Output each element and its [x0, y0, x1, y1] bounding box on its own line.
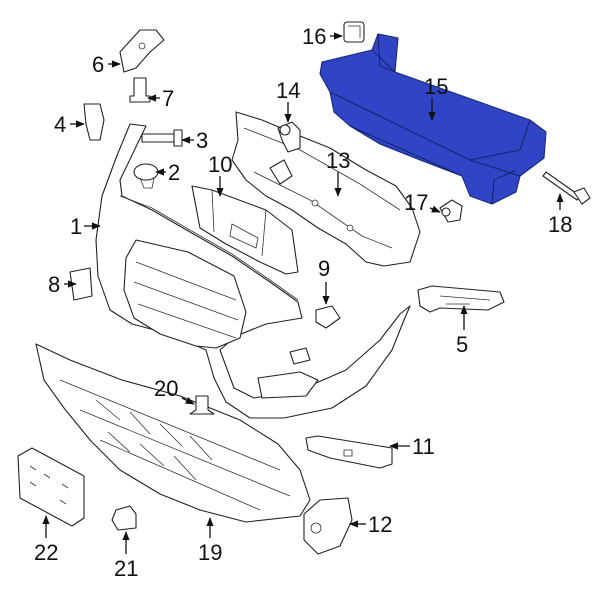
bumper-cover-part[interactable] — [95, 123, 411, 419]
screw-3-head — [173, 129, 183, 147]
callout-14: 14 — [276, 78, 300, 103]
undertray-body — [35, 343, 311, 523]
license-plate-bracket-slots — [29, 465, 69, 505]
callout-21: 21 — [114, 556, 138, 581]
callout-17: 17 — [404, 190, 428, 215]
side-clip-part[interactable] — [439, 199, 463, 223]
callout-19: 19 — [198, 540, 222, 565]
leader-20 — [181, 397, 195, 405]
screw-3-part[interactable] — [141, 129, 183, 147]
callout-22: 22 — [34, 540, 58, 565]
energy-absorber-part[interactable] — [231, 111, 421, 267]
callout-9: 9 — [318, 256, 330, 281]
energy-absorber-ridge — [243, 127, 401, 249]
undertray-part[interactable] — [35, 343, 311, 523]
side-bracket-body — [417, 285, 505, 313]
license-plate-bracket-part[interactable] — [17, 447, 85, 527]
callout-3: 3 — [196, 128, 208, 153]
clip-nut-2-stem — [139, 177, 155, 189]
reinforcement-bar-edge — [329, 49, 531, 177]
callout-5: 5 — [456, 332, 468, 357]
push-clip-head — [279, 124, 291, 136]
callout-labels: 1 2 3 4 5 6 7 8 9 10 11 12 13 14 15 16 1… — [34, 24, 572, 581]
bumper-cover-fog-opening — [257, 371, 319, 399]
block-clip-face — [348, 25, 361, 38]
trim-strip-part[interactable] — [305, 435, 393, 469]
lower-corner-bracket-part[interactable] — [303, 497, 353, 555]
tow-hook-cap-body — [315, 305, 341, 329]
bumper-cover-grille-opening — [123, 239, 247, 349]
bumper-cover-tow-cover — [289, 347, 311, 365]
lower-corner-bracket-body — [303, 497, 353, 555]
energy-absorber-tab — [269, 159, 293, 185]
lower-side-bracket-body — [69, 267, 93, 301]
callout-15: 15 — [424, 74, 448, 99]
bumper-cover-top-rail — [119, 195, 299, 301]
side-mount-bracket-part[interactable] — [83, 103, 105, 141]
callout-10: 10 — [208, 152, 232, 177]
bumper-cover-body — [95, 123, 411, 419]
reinforcement-bar-bracket — [377, 33, 517, 205]
push-pin-20-part[interactable] — [189, 395, 215, 415]
leader-17 — [429, 205, 441, 213]
energy-absorber-hole — [346, 224, 354, 232]
tow-hook-cap-part[interactable] — [315, 305, 341, 329]
block-clip-part[interactable] — [343, 21, 365, 43]
callout-12: 12 — [368, 512, 392, 537]
energy-absorber-body — [231, 111, 421, 267]
callout-2: 2 — [168, 160, 180, 185]
side-bracket-detail — [439, 295, 491, 305]
bolt-18-part[interactable] — [542, 171, 591, 205]
push-pin-20-body — [189, 395, 215, 415]
trim-strip-slot — [343, 449, 353, 457]
screw-3-shank — [141, 133, 177, 143]
bolt-7-body — [129, 77, 151, 103]
callout-8: 8 — [48, 272, 60, 297]
undertray-ribs — [59, 379, 291, 511]
side-mount-bracket-body — [83, 103, 105, 141]
mounting-bracket-slot — [229, 223, 259, 249]
clip-21-body — [111, 505, 137, 531]
bolt-18-shank — [542, 171, 581, 201]
mounting-bracket-edge — [211, 189, 267, 257]
callout-1: 1 — [70, 214, 82, 239]
block-clip-body — [343, 21, 365, 43]
side-bracket-part[interactable] — [417, 285, 505, 313]
callout-4: 4 — [54, 112, 66, 137]
callout-13: 13 — [326, 148, 350, 173]
upper-bracket-body — [119, 29, 165, 73]
license-plate-bracket-body — [17, 447, 85, 527]
leader-lines — [42, 32, 564, 554]
energy-absorber-hole — [311, 199, 319, 207]
mounting-bracket-part[interactable] — [191, 185, 299, 275]
callout-6: 6 — [92, 52, 104, 77]
callout-16: 16 — [302, 24, 326, 49]
lower-corner-bracket-hole — [310, 522, 322, 534]
callout-18: 18 — [548, 212, 572, 237]
clip-nut-2-body — [133, 163, 159, 181]
upper-bracket-part[interactable] — [119, 29, 165, 73]
clip-nut-2-part[interactable] — [133, 163, 159, 189]
lower-side-bracket-part[interactable] — [69, 267, 93, 301]
upper-bracket-hole — [138, 42, 146, 50]
push-clip-part[interactable] — [277, 121, 301, 153]
side-clip-head — [441, 207, 451, 217]
bolt-7-part[interactable] — [129, 77, 151, 103]
mounting-bracket-body — [191, 185, 299, 275]
callout-11: 11 — [412, 434, 435, 459]
undertray-grid — [95, 399, 213, 481]
bumper-cover-grille-slats — [133, 261, 239, 339]
bolt-18-head — [573, 187, 591, 205]
callout-20: 20 — [154, 376, 178, 401]
callout-7: 7 — [162, 86, 174, 111]
clip-21-part[interactable] — [111, 505, 137, 531]
